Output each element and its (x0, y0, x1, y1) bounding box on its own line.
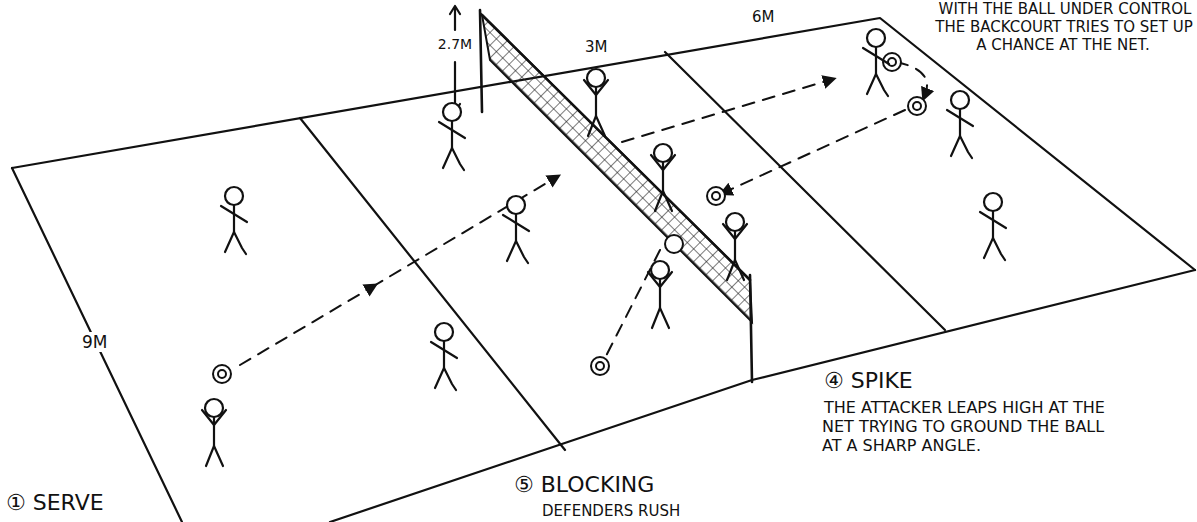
callout-number: ① SERVE (4, 490, 174, 516)
text-patch: ① SERVE (4, 490, 106, 515)
text-patch: ④ SPIKE (822, 368, 915, 393)
dimension-label: 6M (750, 8, 790, 26)
callout-number: ④ SPIKE (822, 368, 1022, 394)
text-patch: 9M (80, 332, 109, 352)
text-patch: 6M (750, 8, 777, 26)
callout-note: WITH THE BALL UNDER CONTROL THE BACKCOUR… (933, 0, 1195, 54)
callout-number: ⑤ BLOCKING (512, 472, 732, 498)
callout-note: THE ATTACKER LEAPS HIGH AT THE NET TRYIN… (822, 398, 1122, 456)
text-patch: DEFENDERS RUSH (540, 502, 682, 520)
dimension-label: 9M (80, 332, 130, 352)
text-patch: ⑤ BLOCKING (512, 472, 656, 497)
text-patch: WITH THE BALL UNDER CONTROL THE BACKCOUR… (935, 0, 1192, 54)
dimension-label: 3M (583, 38, 623, 56)
text-patch: THE ATTACKER LEAPS HIGH AT THE NET TRYIN… (822, 398, 1105, 455)
dimension-label: 2.7M (425, 36, 485, 53)
callout-note: DEFENDERS RUSH (540, 502, 760, 520)
text-patch: 3M (583, 38, 610, 56)
text-patch: 2.7M (436, 36, 474, 52)
